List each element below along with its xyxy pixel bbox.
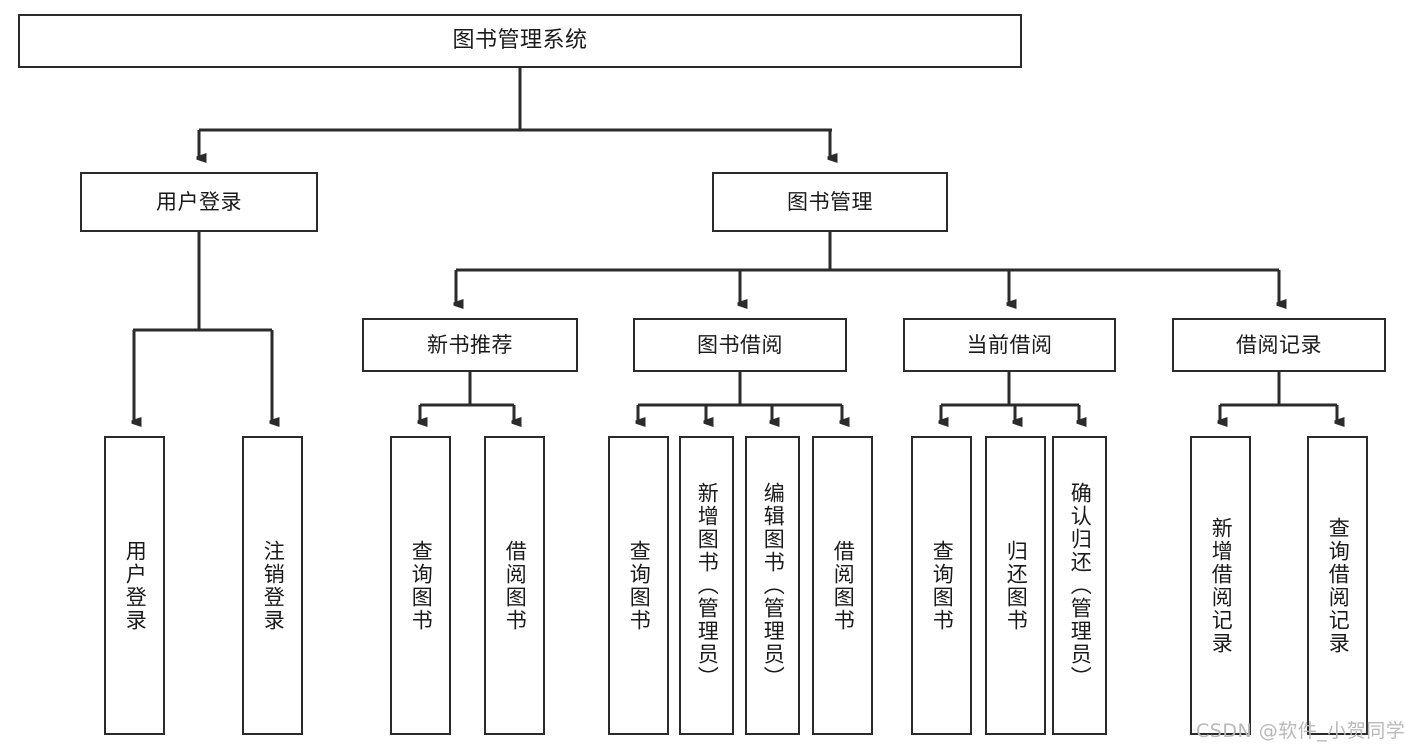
leaf-edit-book-admin[interactable]: 编辑图书（管理员）	[745, 436, 800, 735]
node-root[interactable]: 图书管理系统	[18, 14, 1022, 68]
leaf-borrow-book-label: 借阅图书	[831, 539, 856, 632]
leaf-add-book-admin[interactable]: 新增图书（管理员）	[679, 436, 734, 735]
leaf-edit-book-admin-label: 编辑图书（管理员）	[761, 482, 786, 689]
leaf-query-borrow-record[interactable]: 查询借阅记录	[1307, 436, 1368, 735]
node-borrow-records-label: 借阅记录	[1236, 332, 1322, 357]
node-book-borrow-label: 图书借阅	[697, 332, 783, 357]
leaf-query-book-recommend-label: 查询图书	[409, 539, 434, 632]
node-user-login[interactable]: 用户登录	[80, 172, 318, 232]
leaf-query-borrow-record-label: 查询借阅记录	[1326, 516, 1351, 655]
leaf-add-book-admin-label: 新增图书（管理员）	[695, 482, 720, 689]
leaf-logout[interactable]: 注销登录	[242, 436, 303, 735]
leaf-confirm-return-admin-label: 确认归还（管理员）	[1068, 482, 1093, 689]
csdn-watermark: CSDN @软件_小贺同学	[1196, 720, 1405, 742]
leaf-borrow-book-recommend-label: 借阅图书	[503, 539, 528, 632]
leaf-borrow-book-recommend[interactable]: 借阅图书	[484, 436, 545, 735]
leaf-user-login[interactable]: 用户登录	[104, 436, 165, 735]
leaf-query-book-current-label: 查询图书	[930, 539, 955, 632]
leaf-query-book-borrow[interactable]: 查询图书	[608, 436, 669, 735]
node-borrow-records[interactable]: 借阅记录	[1172, 318, 1386, 372]
node-new-book-recommend-label: 新书推荐	[427, 332, 513, 357]
leaf-add-borrow-record[interactable]: 新增借阅记录	[1190, 436, 1251, 735]
node-current-borrow-label: 当前借阅	[966, 332, 1053, 357]
node-new-book-recommend[interactable]: 新书推荐	[362, 318, 578, 372]
leaf-borrow-book[interactable]: 借阅图书	[812, 436, 873, 735]
node-book-borrow[interactable]: 图书借阅	[633, 318, 847, 372]
leaf-user-login-label: 用户登录	[123, 539, 148, 632]
leaf-add-borrow-record-label: 新增借阅记录	[1209, 516, 1234, 655]
node-current-borrow[interactable]: 当前借阅	[903, 318, 1116, 372]
leaf-query-book-current[interactable]: 查询图书	[911, 436, 972, 735]
node-user-login-label: 用户登录	[156, 189, 242, 214]
leaf-confirm-return-admin[interactable]: 确认归还（管理员）	[1052, 436, 1107, 735]
leaf-logout-label: 注销登录	[261, 539, 286, 632]
leaf-return-book[interactable]: 归还图书	[985, 436, 1046, 735]
node-book-management-label: 图书管理	[787, 189, 873, 214]
leaf-return-book-label: 归还图书	[1004, 539, 1029, 632]
leaf-query-book-borrow-label: 查询图书	[627, 539, 652, 632]
node-book-management[interactable]: 图书管理	[712, 172, 948, 232]
node-root-label: 图书管理系统	[452, 28, 588, 54]
leaf-query-book-recommend[interactable]: 查询图书	[390, 436, 451, 735]
